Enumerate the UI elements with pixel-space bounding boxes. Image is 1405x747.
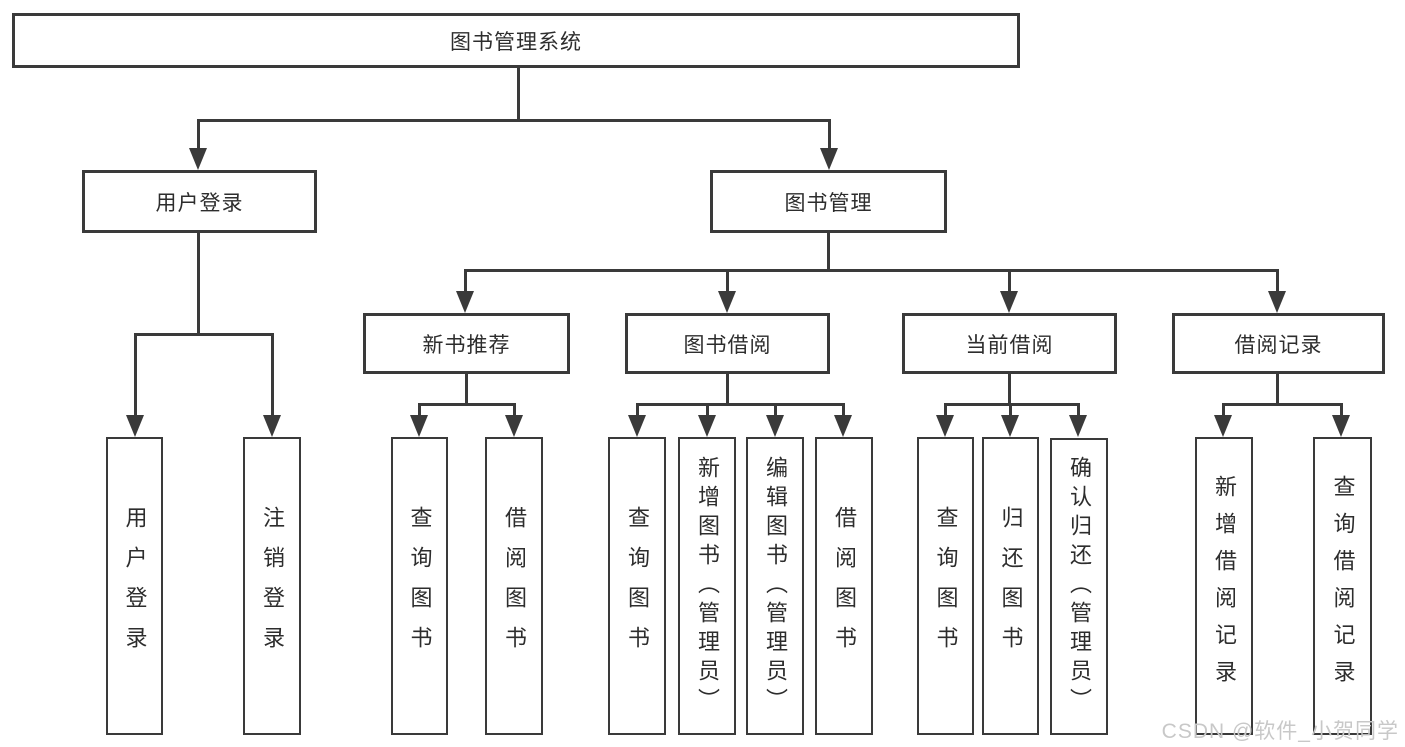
connector-groupB-bar: [636, 403, 844, 406]
connector-leaf-drop: [418, 403, 421, 418]
leaf-borrow-books-recommend: 借阅图书: [485, 437, 543, 735]
node-label: 编辑图书（管理员）: [763, 455, 788, 717]
connector-leaf-drop: [706, 403, 709, 418]
connector-groupB-stem: [726, 374, 729, 405]
connector-groupC-stem: [1008, 374, 1011, 405]
arrowhead-icon: [189, 148, 207, 170]
arrowhead-icon: [1332, 415, 1350, 437]
arrowhead-icon: [718, 291, 736, 313]
node-book-management: 图书管理: [710, 170, 947, 233]
connector-leaf-drop: [944, 403, 947, 418]
connector-l3-drop: [464, 269, 467, 295]
leaf-borrow-books: 借阅图书: [815, 437, 873, 735]
arrowhead-icon: [263, 415, 281, 437]
connector-leaf-drop: [1077, 403, 1080, 418]
node-new-book-recommendation: 新书推荐: [363, 313, 570, 374]
node-label: 当前借阅: [965, 333, 1054, 357]
leaf-add-book-admin: 新增图书（管理员）: [678, 437, 736, 735]
node-label: 图书管理: [784, 191, 873, 215]
node-label: 借阅图书: [832, 506, 857, 666]
connector-leaf-drop: [1222, 403, 1225, 418]
connector-user-login-drop: [197, 119, 200, 152]
arrowhead-icon: [1001, 415, 1019, 437]
node-current-borrowing: 当前借阅: [902, 313, 1117, 374]
leaf-add-borrow-record: 新增借阅记录: [1195, 437, 1253, 735]
arrowhead-icon: [410, 415, 428, 437]
connector-l3-drop: [1008, 269, 1011, 295]
arrowhead-icon: [936, 415, 954, 437]
arrowhead-icon: [834, 415, 852, 437]
leaf-query-books-recommend: 查询图书: [391, 437, 448, 735]
arrowhead-icon: [456, 291, 474, 313]
leaf-logout: 注销登录: [243, 437, 301, 735]
connector-leaf-drop: [1009, 403, 1012, 418]
node-label: 查询借阅记录: [1330, 475, 1356, 697]
connector-groupC-bar: [944, 403, 1079, 406]
connector-root-stem: [517, 68, 520, 121]
node-label: 用户登录: [122, 506, 148, 666]
connector-bookmgmt-bar: [464, 269, 1278, 272]
node-label: 注销登录: [260, 506, 285, 666]
node-borrowing-records: 借阅记录: [1172, 313, 1385, 374]
leaf-query-books-borrow: 查询图书: [608, 437, 666, 735]
connector-leaf-drop: [842, 403, 845, 418]
node-label: 查询图书: [933, 506, 959, 666]
node-root: 图书管理系统: [12, 13, 1020, 68]
connector-groupA-bar: [418, 403, 515, 406]
node-label: 查询图书: [407, 506, 433, 666]
connector-book-mgmt-drop: [828, 119, 831, 152]
node-label: 查询图书: [625, 506, 650, 666]
connector-leaf-drop: [774, 403, 777, 418]
connector-user-stem: [197, 233, 200, 335]
arrowhead-icon: [820, 148, 838, 170]
leaf-edit-book-admin: 编辑图书（管理员）: [746, 437, 804, 735]
node-label: 借阅记录: [1234, 333, 1323, 357]
node-label: 新增借阅记录: [1212, 475, 1237, 697]
connector-leaf-drop: [1340, 403, 1343, 418]
node-label: 图书管理系统: [450, 30, 582, 54]
arrowhead-icon: [628, 415, 646, 437]
leaf-confirm-return-admin: 确认归还（管理员）: [1050, 438, 1108, 735]
node-book-borrowing: 图书借阅: [625, 313, 830, 374]
node-label: 确认归还（管理员）: [1067, 456, 1092, 717]
connector-leaf-drop: [636, 403, 639, 418]
connector-leaf-drop: [513, 403, 516, 418]
arrowhead-icon: [1000, 291, 1018, 313]
node-label: 用户登录: [155, 191, 244, 215]
arrowhead-icon: [126, 415, 144, 437]
connector-bookmgmt-stem: [827, 233, 830, 271]
arrowhead-icon: [505, 415, 523, 437]
node-label: 图书借阅: [683, 333, 772, 357]
connector-user-bar: [134, 333, 273, 336]
connector-groupA-stem: [465, 374, 468, 405]
connector-root-bar: [197, 119, 831, 122]
node-label: 新书推荐: [422, 333, 511, 357]
node-label: 新增图书（管理员）: [695, 455, 720, 717]
arrowhead-icon: [1268, 291, 1286, 313]
leaf-return-books: 归还图书: [982, 437, 1039, 735]
leaf-query-borrow-record: 查询借阅记录: [1313, 437, 1372, 735]
leaf-user-login: 用户登录: [106, 437, 163, 735]
connector-l3-drop: [1276, 269, 1279, 295]
arrowhead-icon: [698, 415, 716, 437]
node-label: 借阅图书: [502, 506, 527, 666]
connector-leaf-drop: [134, 333, 137, 418]
arrowhead-icon: [1214, 415, 1232, 437]
arrowhead-icon: [1069, 415, 1087, 437]
leaf-query-books-current: 查询图书: [917, 437, 974, 735]
node-label: 归还图书: [998, 506, 1024, 666]
connector-leaf-drop: [271, 333, 274, 418]
arrowhead-icon: [766, 415, 784, 437]
connector-groupD-stem: [1276, 374, 1279, 405]
node-user-login: 用户登录: [82, 170, 317, 233]
connector-l3-drop: [726, 269, 729, 295]
connector-groupD-bar: [1222, 403, 1342, 406]
watermark: CSDN @软件_小贺同学: [1161, 720, 1399, 743]
